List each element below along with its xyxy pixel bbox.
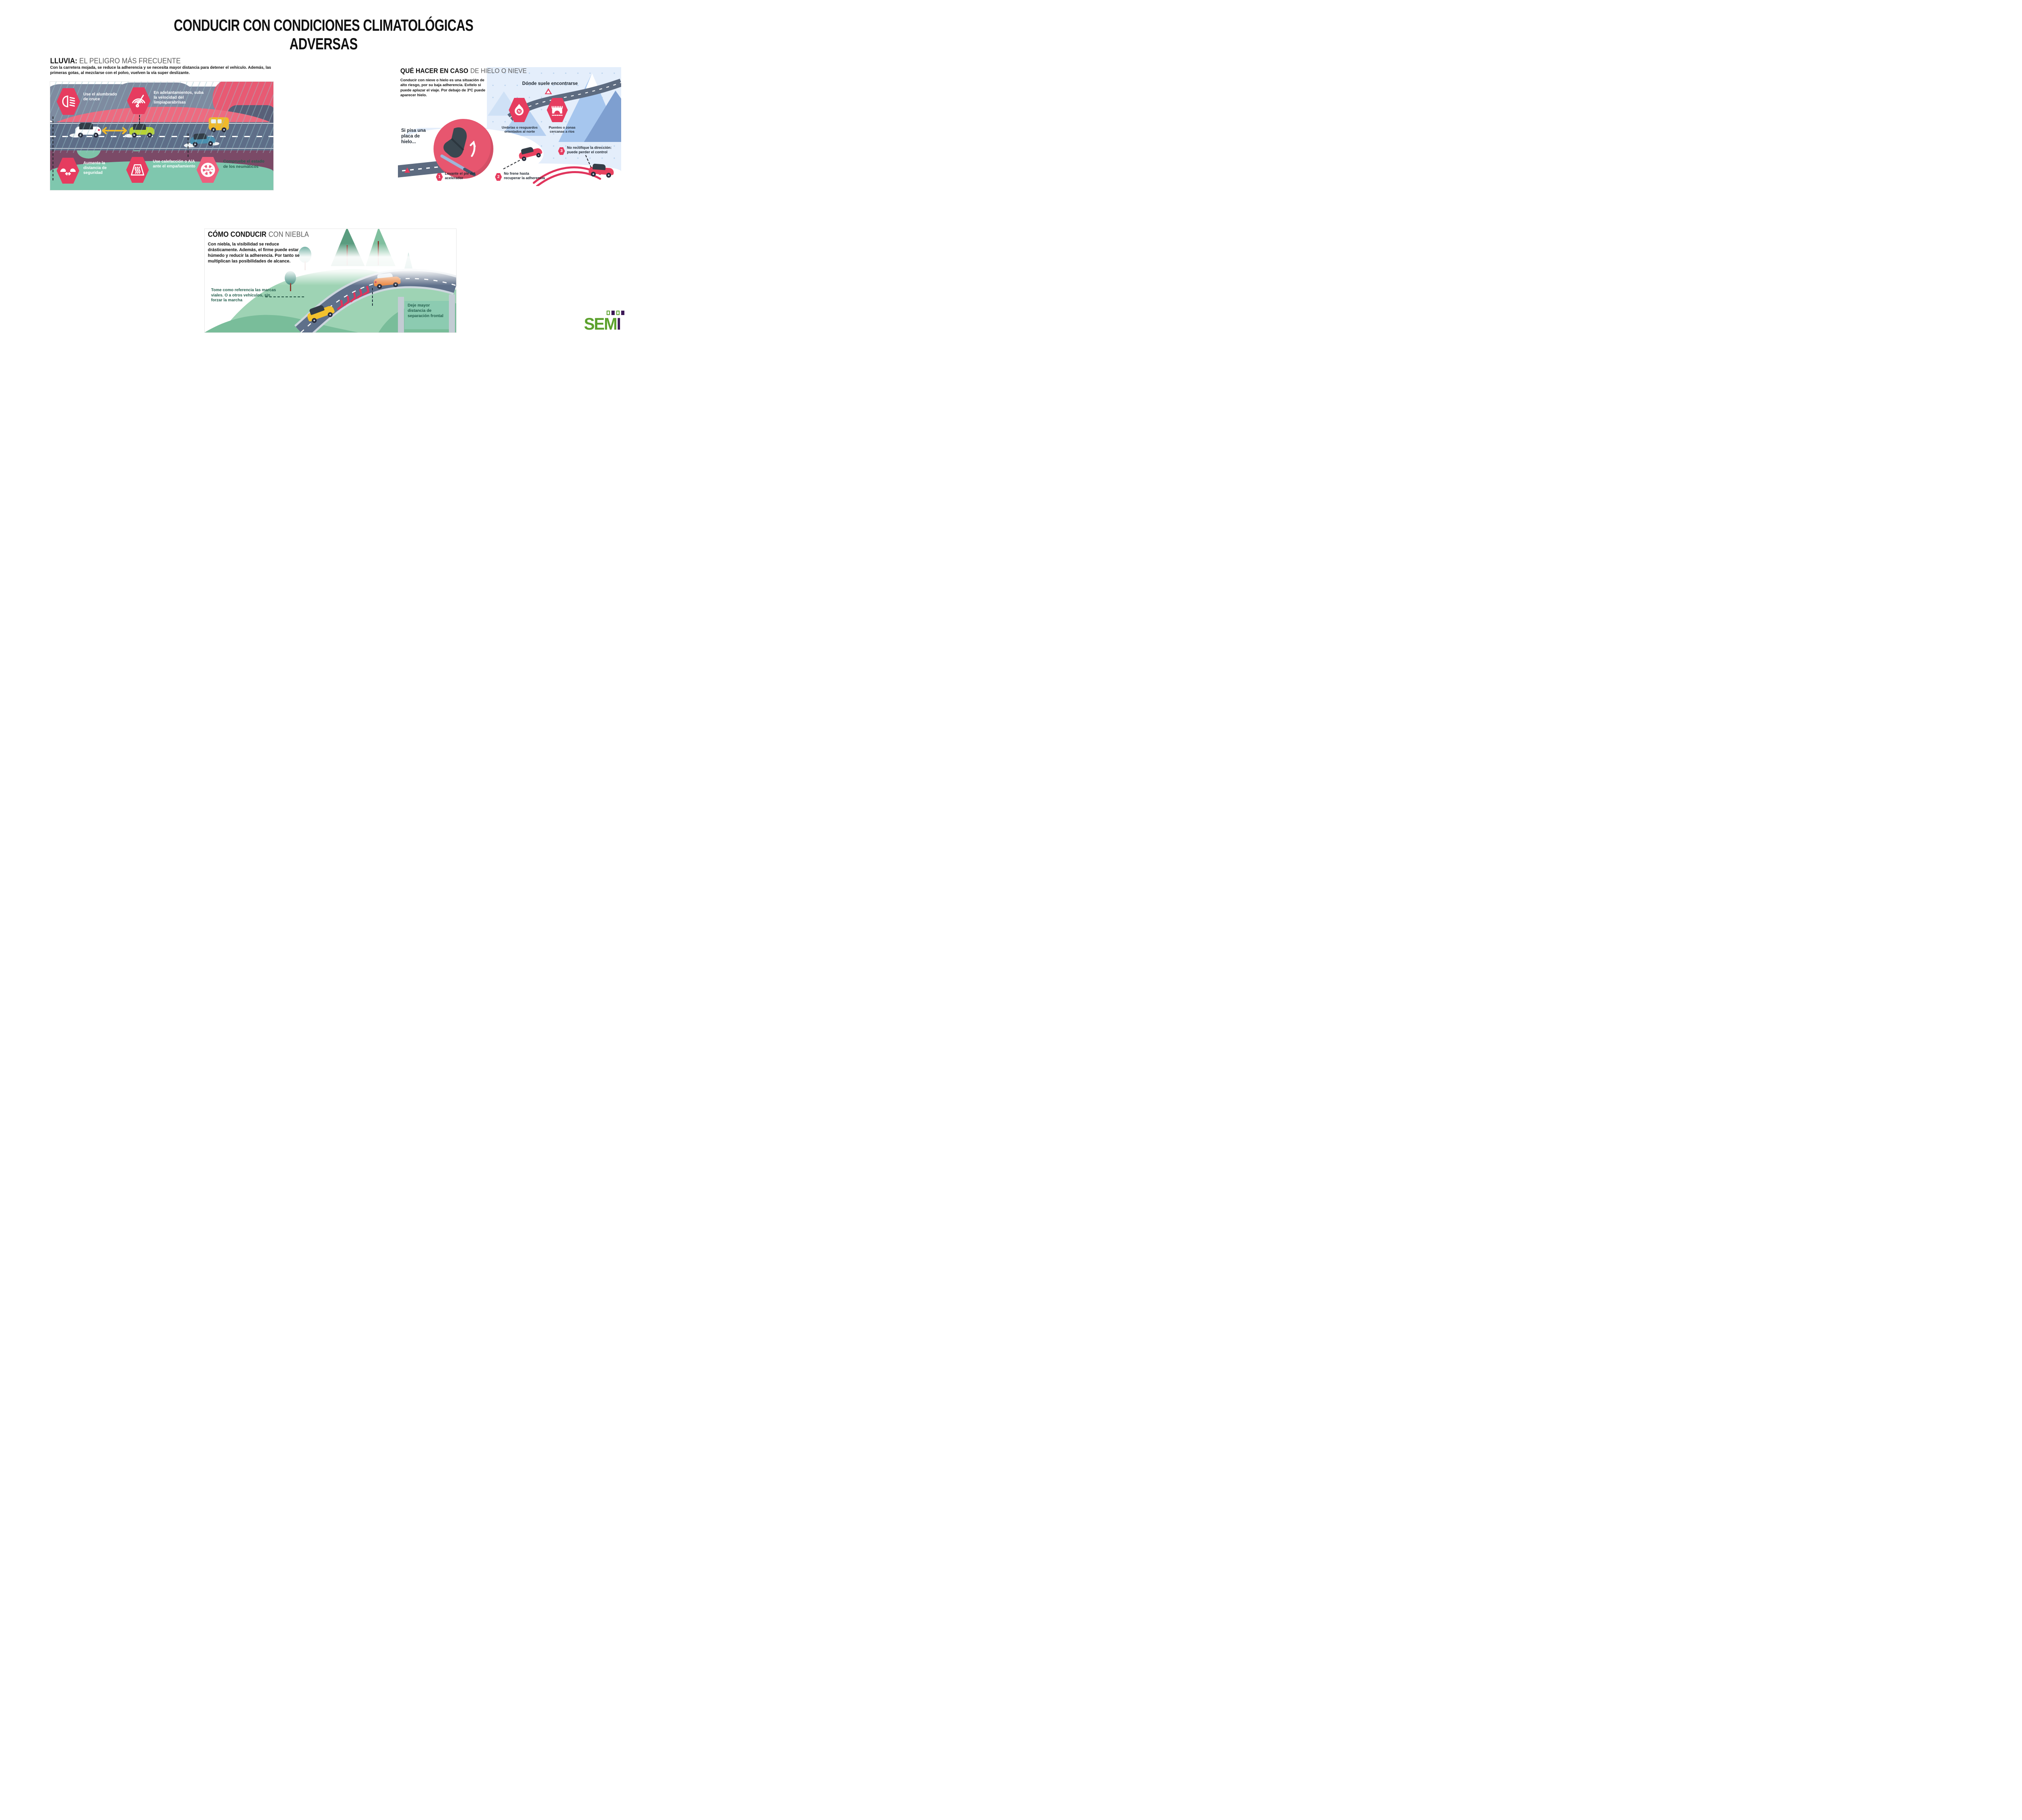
step-label: No rectifique la dirección: puede perder… bbox=[567, 146, 612, 154]
rain-heading: LLUVIA:EL PELIGRO MÁS FRECUENTE bbox=[50, 57, 181, 66]
wheel bbox=[211, 127, 216, 132]
water-splash bbox=[125, 134, 135, 138]
fog-distance-label: Deje mayor distancia de separación front… bbox=[408, 303, 444, 318]
rain-tip-label: Use el alumbrado de cruce bbox=[83, 92, 117, 102]
teal-band bbox=[50, 161, 273, 190]
dashed-connector bbox=[139, 115, 140, 124]
van-window bbox=[218, 119, 222, 123]
green-car bbox=[125, 124, 154, 138]
car-window bbox=[133, 124, 146, 130]
ice-heading-rest: DE HIELO O NIEVE bbox=[470, 67, 527, 75]
car-window bbox=[79, 123, 93, 129]
pine-tree bbox=[404, 252, 412, 269]
water-splash bbox=[70, 133, 82, 138]
semi-logo: SEMI bbox=[584, 311, 635, 333]
white-car bbox=[70, 123, 101, 138]
rain-panel: LLUVIA:EL PELIGRO MÁS FRECUENTE Con la c… bbox=[50, 57, 274, 191]
semi-logo-purple-letter: I bbox=[616, 315, 621, 334]
where-label: Umbrías o resguardos orientados al norte bbox=[501, 125, 538, 134]
slide: CONDUCIR CON CONDICIONES CLIMATOLÓGICAS … bbox=[0, 0, 647, 364]
logo-square-outline bbox=[607, 311, 610, 315]
van-window bbox=[211, 119, 216, 123]
yellow-van bbox=[209, 116, 229, 133]
semi-logo-text: SEMI bbox=[584, 315, 621, 334]
semi-logo-green-letters: SEM bbox=[584, 315, 618, 334]
step-label: No frene hasta recuperar la adherencia bbox=[504, 171, 545, 180]
rain-heading-bold: LLUVIA: bbox=[50, 57, 78, 65]
step-number-badge: 3 bbox=[558, 147, 565, 155]
foot-pedal-icon bbox=[434, 119, 493, 179]
wheel bbox=[132, 133, 137, 138]
dashed-connector bbox=[265, 296, 304, 297]
skidding-car bbox=[588, 163, 614, 178]
rain-tip-label: Aumente la distancia de seguridad bbox=[83, 161, 107, 176]
tail-light bbox=[98, 129, 100, 131]
car-window bbox=[193, 133, 207, 140]
page-title: CONDUCIR CON CONDICIONES CLIMATOLÓGICAS … bbox=[0, 16, 647, 53]
blue-car bbox=[184, 133, 220, 148]
wheel bbox=[222, 127, 226, 132]
rain-tip-label: Compruebe el estado de los neumáticos bbox=[223, 159, 264, 169]
fog-heading-bold: CÓMO CONDUCIR bbox=[208, 231, 266, 239]
chevron-distance-marks bbox=[337, 286, 370, 310]
where-label: Puentes o zonas cercanas a ríos bbox=[548, 125, 576, 134]
rain-tip-label: Use calefacción o A/A ante el empañamien… bbox=[153, 159, 196, 169]
where-heading: Dónde suele encontrarse bbox=[522, 81, 578, 86]
lane-dashed-line bbox=[50, 136, 273, 137]
road-edge-line bbox=[50, 148, 273, 149]
north-letter: N bbox=[518, 110, 520, 114]
logo-square-solid bbox=[621, 311, 624, 315]
title-line-1: CONDUCIR CON CONDICIONES CLIMATOLÓGICAS bbox=[173, 16, 474, 34]
rain-tip-label: En adelantamientos, suba la velocidad de… bbox=[154, 91, 204, 105]
warning-triangle-icon bbox=[404, 167, 410, 173]
ice-trigger-label: Si pisa una placa de hielo... bbox=[401, 128, 426, 145]
title-line-2: ADVERSAS bbox=[289, 35, 358, 53]
car-window bbox=[592, 163, 606, 170]
road-edge-line bbox=[50, 123, 273, 124]
fog-distance-label-box: Deje mayor distancia de separación front… bbox=[404, 301, 449, 329]
wheel bbox=[93, 133, 98, 138]
dashed-connector bbox=[372, 288, 373, 306]
logo-square-solid bbox=[611, 311, 615, 315]
fog-intro: Con niebla, la visibilidad se reduce drá… bbox=[208, 242, 300, 264]
tire-ok-text: OK bbox=[206, 169, 210, 172]
fog-reference-label: Tome como referencia las marcas viales. … bbox=[211, 288, 276, 303]
distance-arrow bbox=[102, 127, 127, 134]
wheel bbox=[147, 133, 152, 138]
wheel bbox=[78, 133, 83, 138]
semi-logo-squares bbox=[607, 311, 624, 315]
step-label: Levante el pie del acelerador bbox=[445, 171, 476, 180]
logo-square-outline bbox=[616, 311, 620, 315]
rain-scene: Use el alumbrado de cruce En adelantamie… bbox=[50, 81, 274, 190]
rain-heading-rest: EL PELIGRO MÁS FRECUENTE bbox=[79, 57, 181, 65]
step-number-badge: 1 bbox=[436, 173, 443, 181]
step-number-badge: 2 bbox=[495, 173, 502, 181]
ice-heading-bold: QUÉ HACER EN CASO bbox=[400, 67, 468, 75]
ice-intro: Conducir con nieve o hielo es una situac… bbox=[400, 78, 486, 97]
rain-intro: Con la carretera mojada, se reduce la ad… bbox=[50, 66, 271, 75]
fog-heading-rest: CON NIEBLA bbox=[268, 231, 309, 239]
orange-car bbox=[373, 273, 401, 289]
